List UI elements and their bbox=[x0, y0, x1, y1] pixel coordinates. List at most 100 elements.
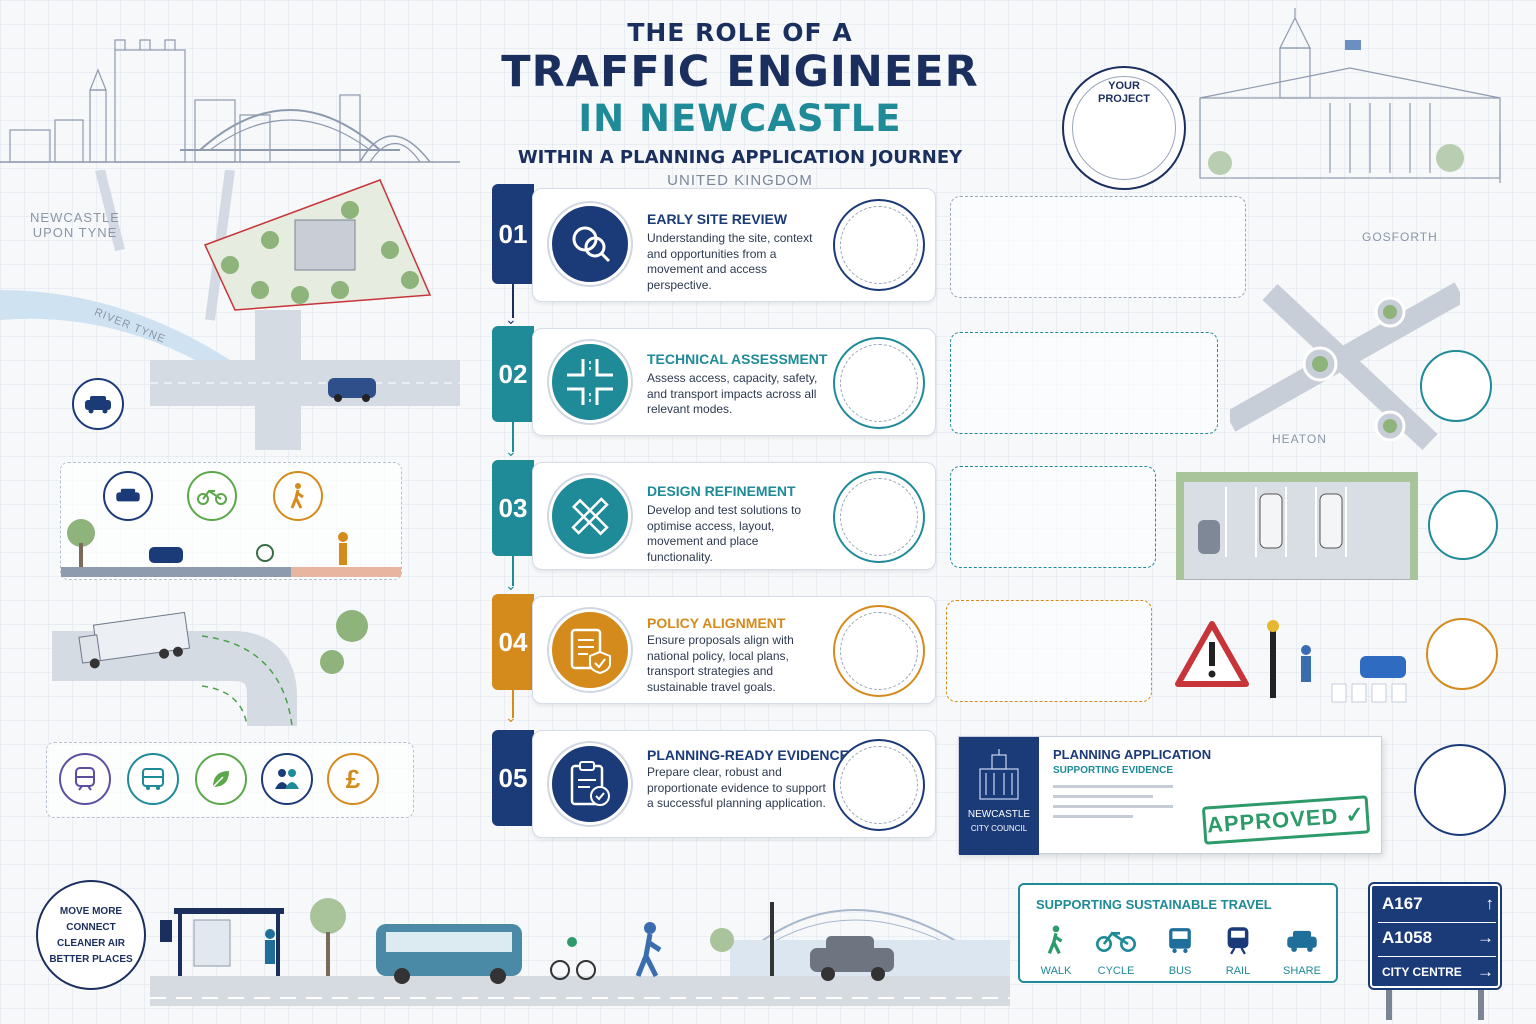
step-03-title: DESIGN REFINEMENT bbox=[647, 483, 796, 499]
car-share-icon bbox=[1287, 930, 1317, 952]
travel-bus-label: BUS bbox=[1168, 965, 1192, 977]
car-mode-circle bbox=[72, 378, 124, 430]
step-01-connector bbox=[512, 284, 514, 318]
page-title: TRAFFIC ENGINEER bbox=[501, 47, 979, 97]
step-05-tab: 05 bbox=[492, 730, 534, 826]
travel-item-bus: BUS bbox=[1152, 925, 1208, 977]
benefit-rail-circle bbox=[59, 753, 111, 805]
step-02-card: TECHNICAL ASSESSMENT Assess access, capa… bbox=[532, 328, 936, 436]
street-section-panel bbox=[60, 462, 402, 580]
step-01-card: EARLY SITE REVIEW Understanding the site… bbox=[532, 188, 936, 302]
train-icon bbox=[75, 767, 95, 791]
step-03-arrowhead: ⌄ bbox=[505, 578, 517, 594]
council-name-line2: CITY COUNCIL bbox=[970, 824, 1028, 833]
placeholder-ring-right-1 bbox=[1420, 350, 1492, 422]
travel-item-share: SHARE bbox=[1274, 925, 1330, 977]
travel-item-cycle: CYCLE bbox=[1088, 925, 1144, 977]
step-01-notes-box bbox=[950, 196, 1246, 298]
street-scene-illustration bbox=[150, 898, 1010, 1006]
step-02-arrowhead: ⌄ bbox=[505, 444, 517, 460]
map-label-city-line1: NEWCASTLE bbox=[30, 210, 120, 225]
step-03-card: DESIGN REFINEMENT Develop and test solut… bbox=[532, 462, 936, 570]
step-02-number: 02 bbox=[498, 358, 528, 389]
truck-swept-path-illustration bbox=[52, 610, 368, 726]
junction-icon bbox=[567, 359, 613, 405]
your-project-circle: YOUR PROJECT bbox=[1062, 66, 1186, 190]
step-04-arrowhead: ⌄ bbox=[505, 710, 517, 726]
page-subtitle: WITHIN A PLANNING APPLICATION JOURNEY bbox=[517, 147, 963, 168]
move-more-line2: CONNECT bbox=[66, 922, 116, 933]
pound-icon: £ bbox=[345, 763, 361, 794]
step-05-icon-circle bbox=[549, 743, 631, 825]
bicycle-icon bbox=[197, 489, 227, 505]
title-block: THE ROLE OF A TRAFFIC ENGINEER IN NEWCAS… bbox=[430, 18, 1050, 189]
step-02-description: Assess access, capacity, safety, and tra… bbox=[647, 371, 818, 416]
step-03-ring bbox=[833, 471, 925, 563]
move-more-circle: MOVE MORE CONNECT CLEANER AIR BETTER PLA… bbox=[36, 880, 146, 990]
walk-mode-circle bbox=[273, 471, 323, 521]
walk-icon bbox=[290, 483, 304, 509]
step-03-number: 03 bbox=[498, 492, 528, 523]
walk-icon bbox=[1047, 925, 1063, 955]
step-03-icon-circle bbox=[549, 475, 631, 557]
step-05-number: 05 bbox=[498, 762, 528, 793]
sign-label-a167: A167 bbox=[1382, 894, 1423, 913]
people-icon bbox=[275, 769, 299, 789]
cycle-mode-circle bbox=[187, 471, 237, 521]
benefit-leaf-circle bbox=[195, 753, 247, 805]
street-section-illustration bbox=[61, 519, 401, 577]
bus-icon bbox=[142, 768, 164, 790]
travel-cycle-label: CYCLE bbox=[1097, 965, 1135, 977]
step-03-tab: 03 bbox=[492, 460, 534, 556]
benefit-people-circle bbox=[261, 753, 313, 805]
step-01-tab: 01 bbox=[492, 184, 534, 284]
step-04-connector bbox=[512, 690, 514, 718]
step-04-notes-box bbox=[946, 600, 1152, 702]
bicycle-icon bbox=[1096, 931, 1136, 952]
leaf-icon bbox=[212, 771, 229, 788]
step-03-connector bbox=[512, 556, 514, 586]
approved-stamp: APPROVED ✓ bbox=[1201, 795, 1371, 845]
step-04-tab: 04 bbox=[492, 594, 534, 690]
country-label: UNITED KINGDOM bbox=[667, 172, 813, 189]
step-05-ring bbox=[833, 739, 925, 831]
pedestrian-crossing-illustration bbox=[1175, 620, 1407, 703]
map-label-heaton: HEATON bbox=[1272, 432, 1327, 446]
train-icon bbox=[1227, 927, 1249, 955]
move-more-line1: MOVE MORE bbox=[59, 906, 123, 917]
benefit-pound-circle: £ bbox=[327, 753, 379, 805]
step-04-description: Ensure proposals align with national pol… bbox=[647, 633, 794, 694]
newcastle-skyline-illustration bbox=[0, 39, 460, 163]
step-04-title: POLICY ALIGNMENT bbox=[647, 615, 786, 631]
sign-post-right bbox=[1478, 988, 1484, 1020]
sign-label-a1058: A1058 bbox=[1382, 928, 1433, 947]
step-03-notes-box bbox=[950, 466, 1156, 568]
map-label-city: NEWCASTLE UPON TYNE bbox=[30, 210, 120, 240]
step-04-card: POLICY ALIGNMENT Ensure proposals align … bbox=[532, 596, 936, 704]
travel-rail-label: RAIL bbox=[1225, 965, 1251, 977]
search-icon bbox=[572, 226, 611, 263]
title-line-1: THE ROLE OF A bbox=[627, 18, 853, 47]
planning-title: PLANNING APPLICATION bbox=[1053, 747, 1212, 762]
roundabout-junction-illustration bbox=[1230, 282, 1460, 451]
sign-row-city-centre: CITY CENTRE → bbox=[1382, 962, 1494, 982]
step-04-number: 04 bbox=[498, 626, 528, 657]
civic-building-illustration bbox=[1199, 8, 1501, 183]
sign-row-a1058: A1058 → bbox=[1382, 928, 1494, 948]
step-02-ring bbox=[833, 337, 925, 429]
site-map-illustration bbox=[0, 170, 460, 450]
arrow-up-icon: ↑ bbox=[1485, 894, 1495, 913]
car-icon bbox=[116, 488, 140, 502]
project-label-line1: YOUR bbox=[1108, 80, 1140, 92]
step-02-tab: 02 bbox=[492, 326, 534, 422]
civic-centre-icon bbox=[979, 749, 1019, 800]
sustainable-travel-box: SUPPORTING SUSTAINABLE TRAVEL WALK CYCLE… bbox=[1018, 883, 1338, 983]
step-02-notes-box bbox=[950, 332, 1218, 434]
document-lines bbox=[1053, 785, 1173, 818]
car-icon bbox=[85, 396, 111, 414]
placeholder-ring-right-4 bbox=[1414, 744, 1506, 836]
step-03-description: Develop and test solutions to optimise a… bbox=[647, 503, 802, 564]
benefit-bus-circle bbox=[127, 753, 179, 805]
travel-item-walk: WALK bbox=[1028, 925, 1084, 977]
policy-shield-icon bbox=[570, 628, 611, 674]
